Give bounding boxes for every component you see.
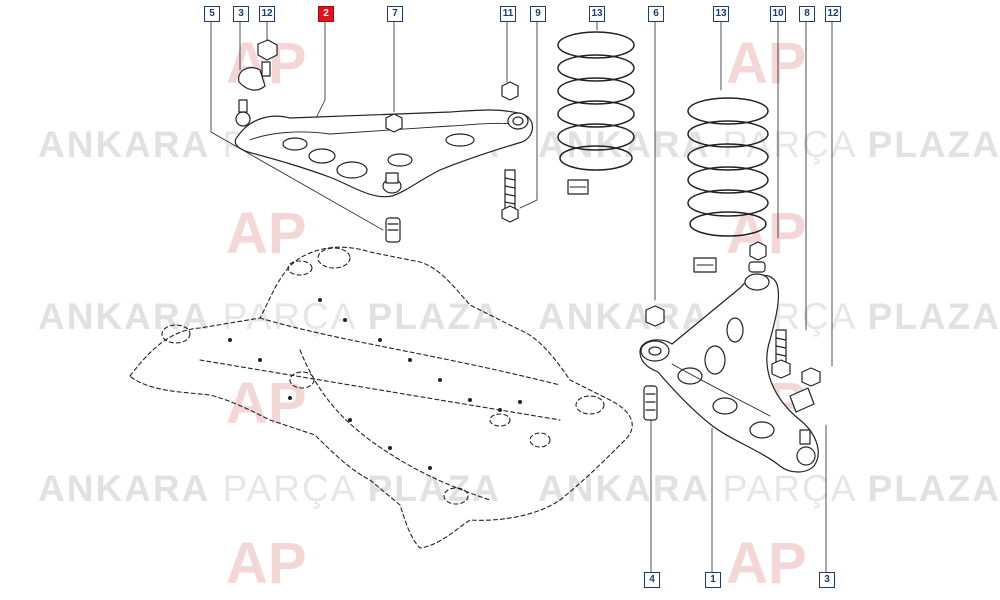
watermark-logo: AP bbox=[226, 371, 307, 436]
callout-9[interactable]: 9 bbox=[530, 6, 546, 22]
watermark-logo: AP bbox=[226, 531, 307, 596]
right-arm-bolts bbox=[643, 241, 821, 466]
callout-7[interactable]: 7 bbox=[387, 6, 403, 22]
right-coil-spring bbox=[687, 97, 769, 273]
watermark-row-3: ANKARA PARÇA PLAZA bbox=[38, 468, 501, 509]
subframe-holes bbox=[228, 298, 522, 470]
callout-5[interactable]: 5 bbox=[204, 6, 220, 22]
watermark-logo: AP bbox=[726, 531, 807, 596]
callout-12[interactable]: 12 bbox=[825, 6, 841, 22]
watermark-logo: AP bbox=[726, 31, 807, 96]
callout-11[interactable]: 11 bbox=[500, 6, 516, 22]
callout-1[interactable]: 1 bbox=[705, 572, 721, 588]
callout-6[interactable]: 6 bbox=[648, 6, 664, 22]
left-arm-bolts bbox=[385, 81, 519, 243]
callout-8[interactable]: 8 bbox=[799, 6, 815, 22]
callout-3[interactable]: 3 bbox=[233, 6, 249, 22]
left-ball-joint bbox=[235, 39, 278, 127]
left-control-arm bbox=[234, 109, 534, 198]
watermark-row-2: ANKARA PARÇA PLAZA bbox=[38, 296, 501, 337]
left-coil-spring bbox=[557, 31, 635, 195]
callout-13[interactable]: 13 bbox=[713, 6, 729, 22]
callout-2-highlighted[interactable]: 2 bbox=[318, 6, 334, 22]
callout-13[interactable]: 13 bbox=[589, 6, 605, 22]
callout-3[interactable]: 3 bbox=[819, 572, 835, 588]
callout-12[interactable]: 12 bbox=[259, 6, 275, 22]
callout-4[interactable]: 4 bbox=[644, 572, 660, 588]
watermark-row-3b: ANKARA PARÇA PLAZA bbox=[538, 468, 1000, 509]
callout-10[interactable]: 10 bbox=[770, 6, 786, 22]
watermark-logo: AP bbox=[226, 201, 307, 266]
right-control-arm bbox=[639, 273, 819, 473]
subframe bbox=[129, 246, 633, 549]
